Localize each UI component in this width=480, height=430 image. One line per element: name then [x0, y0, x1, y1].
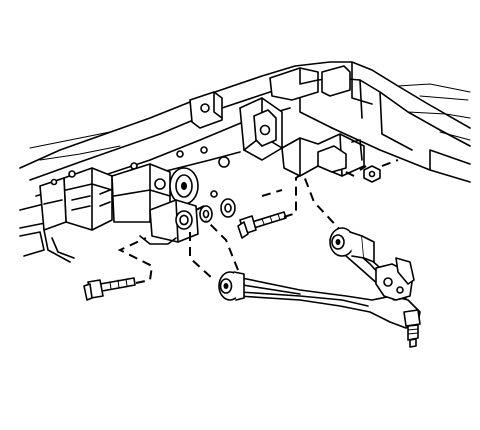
front-bushing-icon: [218, 271, 245, 301]
ball-joint-icon: [375, 257, 421, 348]
vehicle-frame: [19, 61, 471, 263]
front-bolt-icon: [83, 277, 136, 301]
rear-bolt-icon: [237, 211, 287, 239]
cam-washer-icon: [220, 198, 236, 218]
lower-control-arm: [218, 227, 421, 348]
nut-icon: [363, 165, 381, 183]
rear-bushing-icon: [329, 227, 375, 263]
washer-icon: [199, 205, 213, 223]
assembly-lines: [117, 159, 399, 284]
